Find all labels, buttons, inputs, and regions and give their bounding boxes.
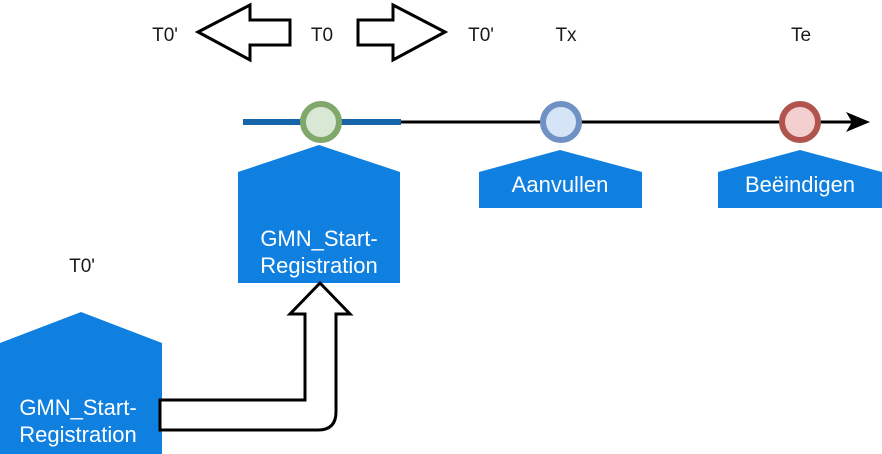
shape-aanvullen-body <box>479 150 642 208</box>
shape-beeindigen[interactable]: Beëindigen <box>718 150 882 208</box>
label-te: Te <box>791 25 811 46</box>
shape-gmn-start-registration-top-body <box>238 145 400 283</box>
shape-gmn-start-registration-bottom-line1: GMN_Start- <box>19 395 136 420</box>
direction-arrow-right-icon <box>356 2 449 63</box>
shape-gmn-start-registration-top-line2: Registration <box>260 253 377 278</box>
label-tx: Tx <box>555 25 577 46</box>
label-t0-prime-left: T0' <box>152 25 178 46</box>
node-te-circle[interactable] <box>779 101 821 143</box>
node-t0-circle[interactable] <box>300 101 342 143</box>
shape-beeindigen-body <box>718 150 882 208</box>
shape-aanvullen-label: Aanvullen <box>512 172 609 197</box>
label-t0: T0 <box>311 25 333 46</box>
shape-gmn-start-registration-bottom-body <box>0 312 162 454</box>
shape-aanvullen[interactable]: Aanvullen <box>479 150 642 208</box>
direction-arrow-left-icon <box>194 2 292 63</box>
timeline-arrowhead-icon <box>846 112 870 132</box>
shape-gmn-start-registration-bottom[interactable]: GMN_Start- Registration <box>0 312 162 454</box>
shape-beeindigen-label: Beëindigen <box>745 172 855 197</box>
connector-arrow-icon <box>158 280 354 432</box>
label-t0-prime-right: T0' <box>468 25 494 46</box>
label-t0-prime-bottom: T0' <box>69 256 95 277</box>
shape-gmn-start-registration-top-line1: GMN_Start- <box>260 226 377 251</box>
shape-gmn-start-registration-bottom-line2: Registration <box>19 422 136 447</box>
node-tx-circle[interactable] <box>540 101 582 143</box>
shape-gmn-start-registration-top[interactable]: GMN_Start- Registration <box>238 145 400 283</box>
